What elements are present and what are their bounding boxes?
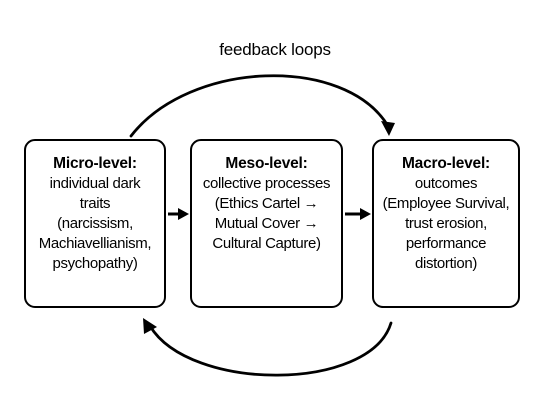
feedback-arc-bottom-arrowhead xyxy=(143,318,157,334)
micro-level-line: psychopathy) xyxy=(52,255,138,272)
macro-level-title: Macro-level: xyxy=(401,155,491,172)
meso-level-line: Mutual Cover → xyxy=(214,215,319,232)
micro-level-line: individual dark xyxy=(49,175,141,192)
micro-level-box: Micro-level: individual dark traits (nar… xyxy=(24,139,166,308)
micro-level-line: Machiavellianism, xyxy=(38,235,152,252)
feedback-arc-bottom xyxy=(148,321,393,377)
micro-level-line: traits xyxy=(79,195,111,212)
macro-level-box: Macro-level: outcomes (Employee Survival… xyxy=(372,139,520,308)
meso-level-title: Meso-level: xyxy=(225,155,308,172)
feedback-arc-top xyxy=(129,74,390,138)
flow-arrowhead-meso-to-macro xyxy=(360,208,371,220)
meso-level-box: Meso-level: collective processes (Ethics… xyxy=(190,139,343,308)
feedback-loops-label: feedback loops xyxy=(219,40,331,59)
meso-level-line: collective processes xyxy=(202,175,331,192)
macro-level-line: performance xyxy=(405,235,487,252)
macro-level-line: outcomes xyxy=(414,175,478,192)
macro-level-line: trust erosion, xyxy=(405,215,487,232)
macro-level-line: distortion) xyxy=(414,255,477,272)
flow-arrowhead-micro-to-meso xyxy=(178,208,189,220)
micro-level-title: Micro-level: xyxy=(53,155,137,172)
macro-level-line: (Employee Survival, xyxy=(382,195,510,212)
meso-level-line: Cultural Capture) xyxy=(212,235,321,252)
meso-level-line: (Ethics Cartel → xyxy=(214,195,319,212)
feedback-arc-top-arrowhead xyxy=(381,121,395,136)
micro-level-line: (narcissism, xyxy=(57,215,133,232)
